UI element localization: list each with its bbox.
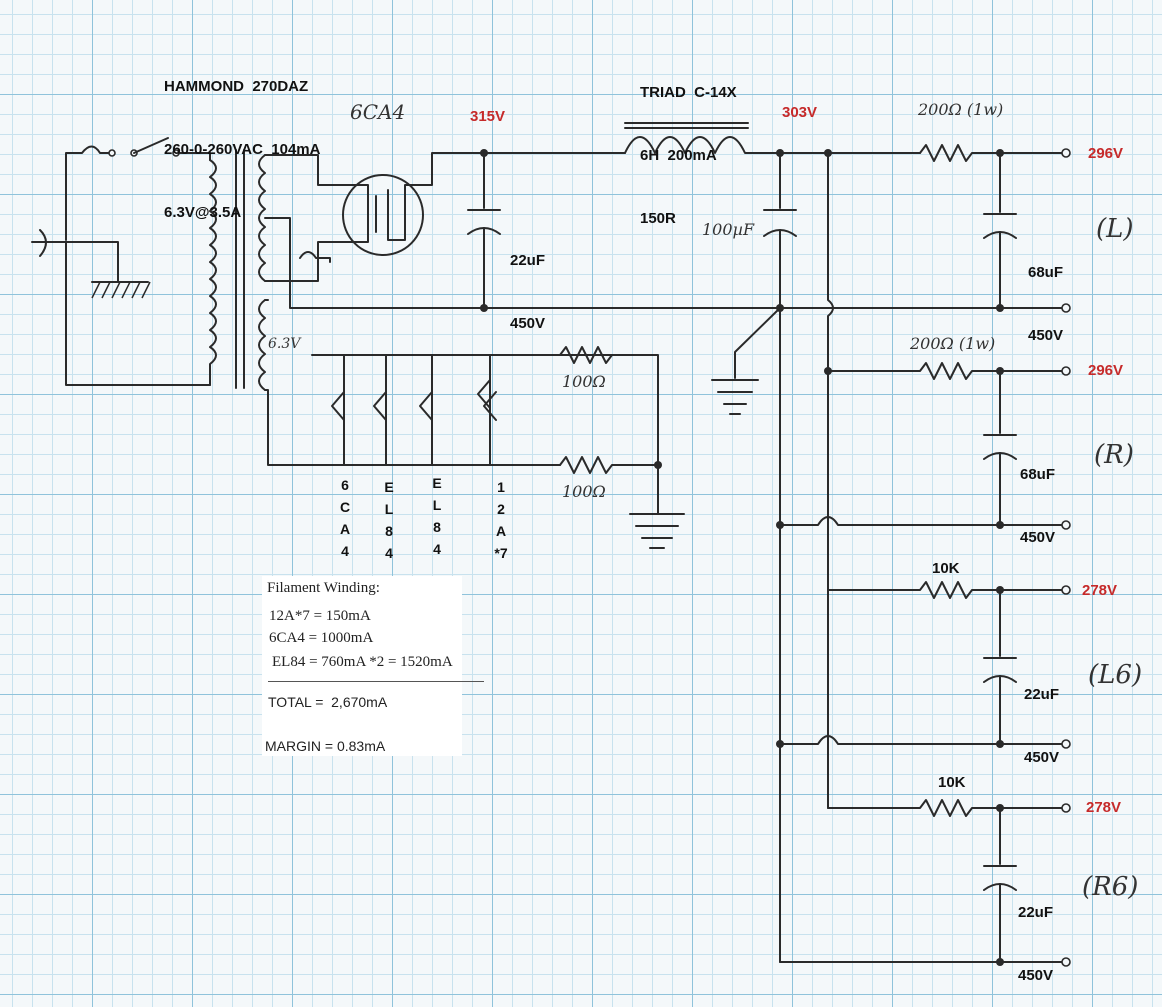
heater-secondary-winding xyxy=(258,299,266,391)
fuse-wire xyxy=(65,145,113,241)
ac-plug-icon xyxy=(31,229,67,257)
heater-tube-label-2: EL84 xyxy=(384,479,394,561)
heater-winding-label: 6.3V xyxy=(268,336,301,352)
rectifier-tube-label: 6CA4 xyxy=(350,100,406,124)
transformer-rating: 260-0-260VAC 104mA xyxy=(164,141,321,158)
voltage-R: 296V xyxy=(1088,362,1124,379)
ht-secondary-winding xyxy=(258,154,266,282)
heater-string xyxy=(311,346,685,549)
star-ground-icon xyxy=(711,379,759,415)
main-bus xyxy=(711,149,921,963)
cap-L6-voltage: 450V xyxy=(1024,749,1060,766)
notes-line-3: EL84 = 760mA *2 = 1520mA xyxy=(272,654,453,670)
hum-resistor-1-label: 100Ω xyxy=(562,372,606,391)
star-ground-wire xyxy=(734,307,781,379)
cap-L-label: 68uF 450V xyxy=(1028,220,1063,367)
rectifier-tube-6ca4 xyxy=(342,152,485,256)
choke-coil xyxy=(624,136,781,154)
channel-R6-label: (R6) xyxy=(1082,872,1139,902)
primary-bottom-wire xyxy=(65,241,211,386)
choke-rating: 6H 200mA xyxy=(640,147,717,164)
resistor-L6-label: 10K xyxy=(932,560,960,577)
b-plus-bus xyxy=(827,152,834,809)
center-tap-ground-rail xyxy=(264,217,1063,309)
earth-wire xyxy=(65,241,119,283)
resistor-L-label: 200Ω (1w) xyxy=(918,100,1004,119)
transformer-model: HAMMOND 270DAZ xyxy=(164,78,309,95)
cap-c1-label: 22uF 450V xyxy=(510,208,545,355)
channel-L6-label: (L6) xyxy=(1088,660,1143,690)
power-transformer xyxy=(209,149,1063,466)
cap-R6-value: 22uF xyxy=(1018,904,1054,921)
choke-dcr: 150R xyxy=(640,210,676,227)
choke-model: TRIAD C-14X xyxy=(640,84,737,101)
notes-total: TOTAL = 2,670mA xyxy=(268,694,388,710)
choke-label: TRIAD C-14X 6H 200mA 150R xyxy=(640,40,737,250)
heater-tube-label-1: 6CA4 xyxy=(339,477,351,559)
hum-resistor-2 xyxy=(559,456,659,474)
notes-line-1: 12A*7 = 150mA xyxy=(269,608,371,624)
cap-R-voltage: 450V xyxy=(1020,529,1056,546)
heater-ground-icon xyxy=(629,464,685,549)
voltage-L: 296V xyxy=(1088,145,1124,162)
channel-L-label: (L) xyxy=(1096,214,1134,244)
heater-tube-label-4: 12A*7 xyxy=(494,479,508,561)
switch-blade xyxy=(133,137,169,154)
resistor-R6-label: 10K xyxy=(938,774,966,791)
voltage-rectifier: 315V xyxy=(470,108,506,125)
heater-tube-label-3: EL84 xyxy=(432,475,442,557)
hum-resistor-2-label: 100Ω xyxy=(562,482,606,501)
voltage-choke: 303V xyxy=(782,104,818,121)
ht-plate1-wire xyxy=(264,154,349,186)
cap-L-value: 68uF xyxy=(1028,264,1064,281)
notes-line-2: 6CA4 = 1000mA xyxy=(269,630,374,646)
cap-R6-voltage: 450V xyxy=(1018,967,1054,984)
channel-R-label: (R) xyxy=(1094,440,1134,470)
primary-winding xyxy=(209,159,217,386)
cap-R-label: 68uF 450V xyxy=(1020,422,1055,569)
voltage-L6: 278V xyxy=(1082,582,1118,599)
branch-R xyxy=(776,362,1071,530)
first-filter-section xyxy=(467,122,781,312)
cap-L-voltage: 450V xyxy=(1028,327,1064,344)
notes-title: Filament Winding: xyxy=(267,580,380,596)
primary-top-wire xyxy=(178,152,211,161)
branch-R6 xyxy=(779,799,1071,967)
hum-resistor-1 xyxy=(559,346,613,364)
filament-notes-box: Filament Winding: 12A*7 = 150mA 6CA4 = 1… xyxy=(262,576,484,756)
ac-inlet-section xyxy=(31,137,211,386)
resistor-R-label: 200Ω (1w) xyxy=(910,334,996,353)
cap-R-value: 68uF xyxy=(1020,466,1056,483)
rectifier-heater-loop xyxy=(299,251,331,263)
voltage-R6: 278V xyxy=(1086,799,1122,816)
branch-L6 xyxy=(776,581,1071,749)
notes-divider xyxy=(268,681,484,682)
fuse-terminal xyxy=(108,149,116,157)
ht-plate2-wire xyxy=(264,241,349,282)
notes-margin: MARGIN = 0.83mA xyxy=(265,738,386,754)
heater-return-wire xyxy=(264,299,561,466)
cap-c1-value: 22uF xyxy=(510,252,546,269)
transformer-heater: 6.3V@3.5A xyxy=(164,204,242,221)
cap-L6-value: 22uF xyxy=(1024,686,1060,703)
branch-L xyxy=(919,144,1071,313)
cap-L6-label: 22uF 450V xyxy=(1024,642,1059,789)
cap-main-value: 100µF xyxy=(702,220,755,239)
transformer-label: HAMMOND 270DAZ 260-0-260VAC 104mA 6.3V@3… xyxy=(164,34,320,244)
cap-c1-voltage: 450V xyxy=(510,315,546,332)
cap-R6-label: 22uF 450V xyxy=(1018,860,1053,1007)
